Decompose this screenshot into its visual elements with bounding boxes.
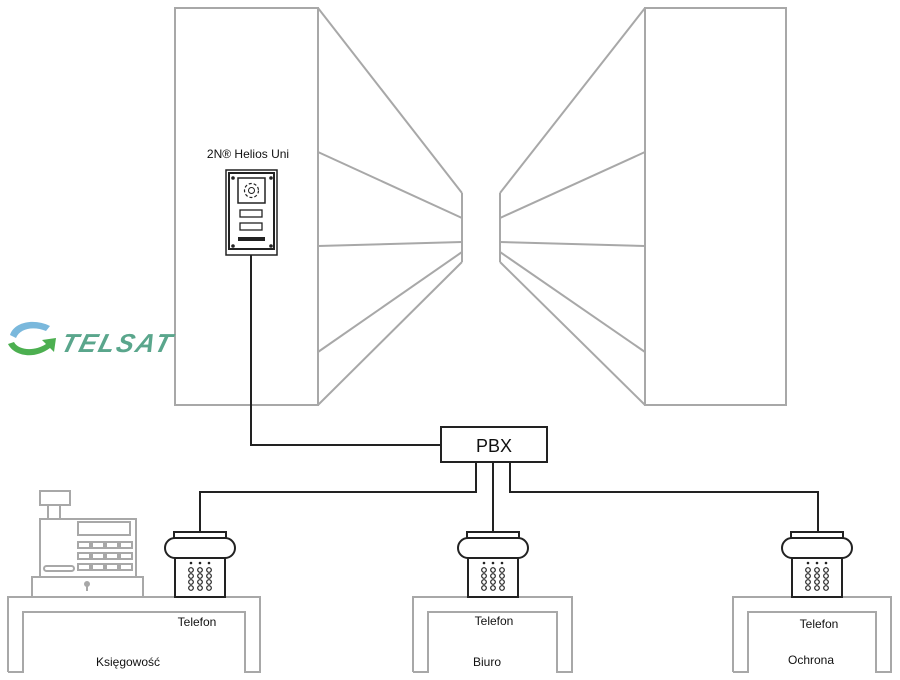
device-label: 2N® Helios Uni (207, 147, 289, 161)
svg-text:TELSAT: TELSAT (58, 328, 178, 357)
svg-text:PBX: PBX (476, 436, 512, 456)
phone-label: Telefon (800, 617, 839, 631)
desk-ochrona (732, 596, 892, 673)
gate-left (174, 7, 463, 406)
desk-ksiegowosc (7, 596, 261, 673)
room-label: Biuro (473, 655, 501, 669)
pbx-box: PBX (440, 426, 548, 463)
phone-label: Telefon (475, 614, 514, 628)
phone-icon (457, 531, 529, 598)
desk-biuro (412, 596, 573, 673)
room-label: Księgowość (96, 655, 160, 669)
intercom-device-icon (225, 169, 278, 256)
wiring (199, 255, 819, 533)
gate-right (499, 7, 787, 406)
telsat-logo: TELSAT (8, 321, 178, 358)
phone-icon (164, 531, 236, 598)
phone-icon (781, 531, 853, 598)
room-label: Ochrona (788, 653, 834, 667)
phone-label: Telefon (178, 615, 217, 629)
cash-register-icon (31, 490, 144, 598)
